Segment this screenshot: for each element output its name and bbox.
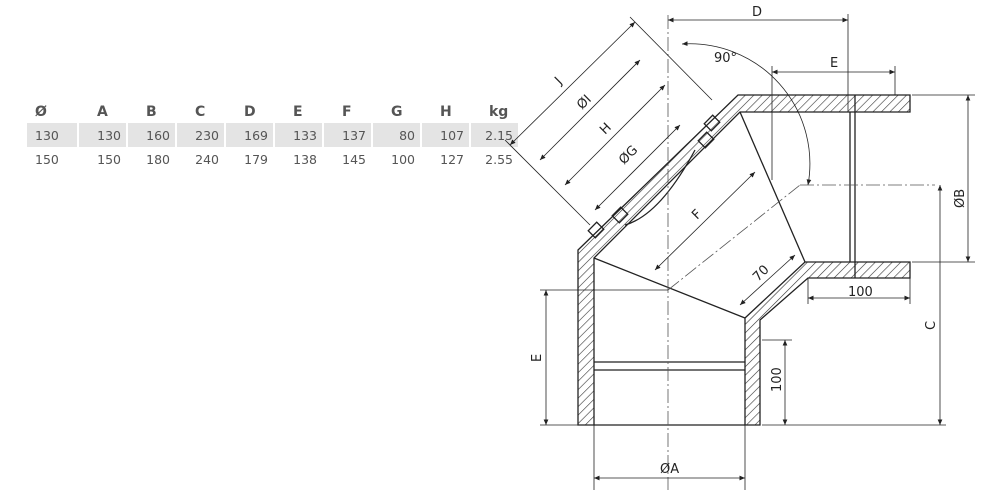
header-cell: B (146, 104, 157, 120)
cell: 130 (27, 123, 77, 147)
cell: 2.55 (485, 151, 513, 167)
cell: 133 (275, 123, 322, 147)
cell: 240 (195, 151, 219, 167)
cell: 150 (97, 151, 121, 167)
header-cell: G (391, 104, 403, 120)
cell: 130 (79, 123, 126, 147)
label-f: F (689, 207, 705, 223)
cell: 100 (391, 151, 415, 167)
label-i: ØI (574, 92, 595, 113)
cell: 230 (177, 123, 224, 147)
label-h: H (597, 120, 615, 138)
label-c: C (924, 321, 939, 330)
cell: 180 (146, 151, 170, 167)
cell: 179 (244, 151, 268, 167)
cell: 145 (342, 151, 366, 167)
label-j: J (552, 75, 566, 89)
cell: 80 (373, 123, 420, 147)
header-cell: C (195, 104, 206, 120)
label-e-left: E (530, 354, 545, 362)
label-a: ØA (660, 462, 679, 477)
cell: 107 (422, 123, 469, 147)
header-cell: D (244, 104, 256, 120)
header-cell: H (440, 104, 452, 120)
label-b: ØB (953, 189, 968, 208)
label-100-left: 100 (770, 367, 785, 392)
label-angle: 90° (714, 51, 737, 66)
cell: 127 (440, 151, 464, 167)
header-cell: Ø (35, 104, 47, 120)
label-d: D (752, 5, 762, 20)
cell: 137 (324, 123, 371, 147)
label-g: ØG (616, 143, 641, 168)
dimension-lines (504, 14, 975, 490)
table-row: 150 150 180 240 179 138 145 100 127 2.55 (27, 147, 518, 171)
header-cell: E (293, 104, 303, 120)
header-cell: F (342, 104, 352, 120)
header-cell: A (97, 104, 108, 120)
cell: 160 (128, 123, 175, 147)
label-e-top: E (830, 56, 838, 71)
label-100-right: 100 (848, 285, 873, 300)
header-cell: kg (489, 104, 509, 120)
cell: 138 (293, 151, 317, 167)
label-70: 70 (750, 263, 772, 285)
table-header: Ø A B C D E F G H kg (27, 101, 518, 123)
cell: 150 (35, 151, 59, 167)
cell: 169 (226, 123, 273, 147)
